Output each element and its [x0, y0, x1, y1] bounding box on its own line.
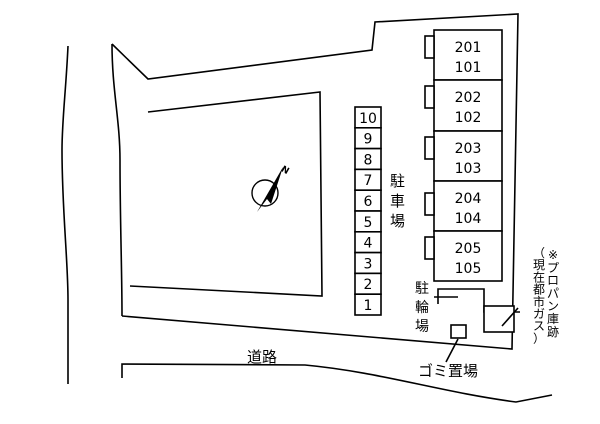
- unit-upper-number: 204: [455, 191, 482, 207]
- unit-upper-number: 203: [455, 141, 482, 157]
- propane-note-char: 市: [533, 294, 545, 309]
- propane-note-char: ス: [533, 319, 545, 333]
- parking-slot-number: 2: [364, 277, 373, 293]
- unit-lower-number: 104: [455, 211, 482, 227]
- parking-slot-number: 9: [364, 132, 373, 148]
- parking-slot: 8: [354, 147, 382, 171]
- parking-slot-number: 7: [364, 173, 373, 189]
- unit-lower-number: 105: [455, 261, 482, 277]
- inner-lot: [129, 91, 323, 297]
- propane-note-char: 庫: [547, 312, 559, 326]
- propane-note-char: ン: [547, 299, 559, 313]
- parking-slots: 10 9 8 7 6 5 4 3 2 1: [354, 106, 382, 316]
- propane-note-char: パ: [547, 286, 559, 300]
- parking-slot-number: 10: [359, 111, 377, 127]
- propane-note-char: 都: [533, 283, 545, 297]
- propane-note-char: ※: [548, 248, 558, 262]
- parking-slot: 1: [354, 293, 382, 316]
- road-label: 道路: [247, 348, 277, 366]
- parking-label-char-1: 駐: [390, 172, 405, 190]
- unit-upper-number: 202: [455, 90, 482, 106]
- parking-slot: 10: [354, 106, 382, 129]
- property-boundary: [111, 13, 519, 350]
- unit-lower-number: 101: [455, 60, 482, 76]
- parking-label-char-2: 車: [390, 192, 405, 210]
- parking-slot-number: 1: [364, 298, 373, 314]
- road-edge-left: [61, 45, 69, 384]
- bicycle-label-char-1: 駐: [415, 281, 429, 297]
- bicycle-parking: 駐 輪 場: [415, 281, 520, 335]
- propane-note-char: ロ: [547, 274, 559, 288]
- parking-slot: 3: [354, 251, 382, 275]
- north-arrow-icon: N: [251, 165, 291, 212]
- parking-slot: 5: [354, 210, 382, 233]
- propane-note-char: ガ: [533, 307, 545, 321]
- propane-note-char: プ: [547, 261, 559, 275]
- parking-slot: 4: [354, 231, 382, 254]
- parking-label-char-3: 場: [390, 212, 405, 230]
- north-label: N: [279, 165, 291, 177]
- parking-slot: 9: [354, 127, 382, 150]
- parking-slot-number: 8: [364, 152, 373, 168]
- road-edge-upper: [111, 43, 123, 317]
- parking-slot-number: 5: [364, 215, 373, 231]
- garbage-area: ゴミ置場: [418, 324, 478, 380]
- parking-slot: 7: [354, 168, 382, 191]
- parking-slot: 2: [354, 272, 382, 295]
- parking-slot-number: 4: [364, 236, 373, 252]
- bicycle-label-char-2: 輪: [415, 299, 429, 316]
- propane-note-char: 在: [533, 270, 545, 284]
- propane-note-char: ）: [533, 331, 545, 345]
- unit-lower-number: 103: [455, 161, 482, 177]
- parking-label: 駐 車 場: [390, 172, 405, 230]
- bicycle-label-char-3: 場: [415, 319, 429, 335]
- propane-note-char: 跡: [547, 324, 559, 339]
- road-edge-lower: [121, 363, 553, 403]
- unit-lower-number: 102: [455, 110, 482, 126]
- garbage-label: ゴミ置場: [418, 362, 478, 380]
- parking-slot-number: 3: [364, 256, 373, 272]
- unit-upper-number: 205: [455, 241, 482, 257]
- unit-upper-number: 201: [455, 40, 482, 56]
- propane-note-char: 現: [533, 258, 545, 272]
- propane-note-char: （: [533, 246, 545, 260]
- parking-slot: 6: [354, 189, 382, 212]
- parking-slot-number: 6: [364, 194, 373, 210]
